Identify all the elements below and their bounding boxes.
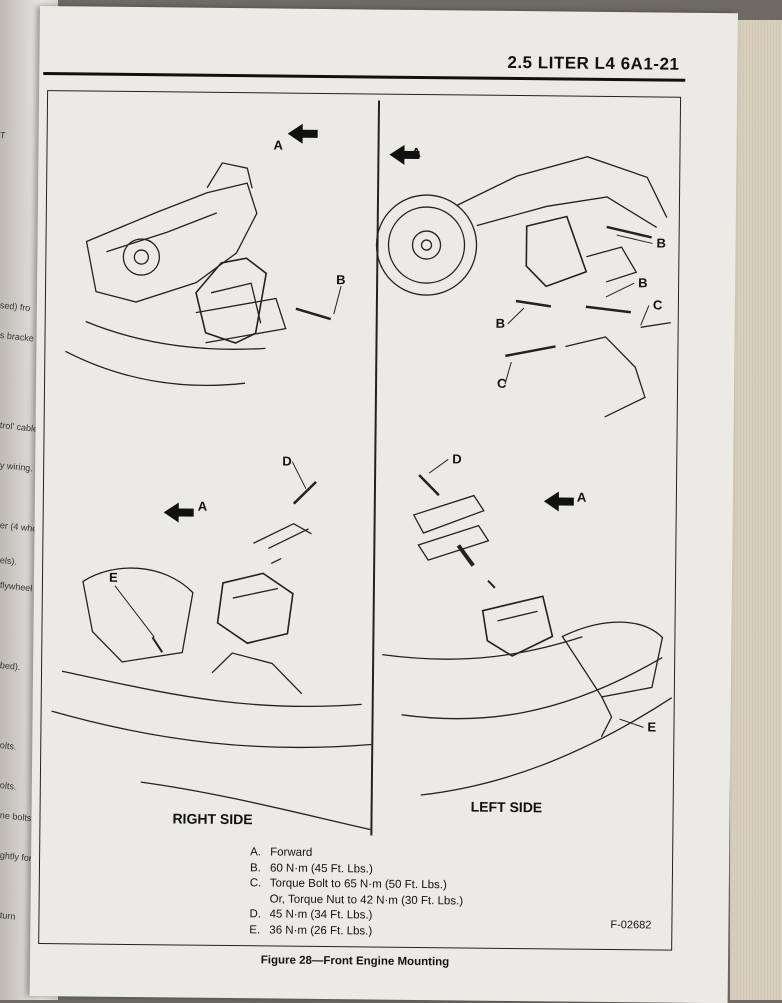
callout-b-left-1: B	[656, 235, 666, 250]
callout-b-right: B	[336, 272, 346, 287]
legend-item: E.36 N·m (26 Ft. Lbs.)	[249, 924, 373, 938]
callout-e-left: E	[647, 719, 656, 734]
figure-code: F-02682	[610, 919, 652, 932]
figure-caption: Figure 28—Front Engine Mounting	[260, 954, 450, 969]
page-header-title: 2.5 LITER L4 6A1-21	[507, 52, 680, 74]
callout-a-left-lower: A	[577, 490, 587, 505]
figure-frame: A A A A B B B B C C D D E E	[38, 90, 682, 951]
callout-d-left: D	[452, 451, 462, 466]
callout-d-right: D	[282, 454, 292, 469]
callout-a-right: A	[273, 137, 283, 152]
callout-b-left-2: B	[638, 275, 648, 290]
legend-item: A.Forward	[250, 846, 313, 859]
engine-mount-drawing: A A A A B B B B C C D D E E	[51, 123, 673, 831]
callout-b-left-3: B	[496, 316, 506, 331]
figure-legend: A.Forward B.60 N·m (45 Ft. Lbs.) C.Torqu…	[249, 845, 463, 941]
manual-page: 2.5 LITER L4 6A1-21	[29, 6, 738, 1003]
callout-e-right: E	[109, 570, 118, 585]
callout-a-left-top: A	[411, 145, 421, 160]
callout-c-left-2: C	[497, 376, 507, 391]
callout-a-right-lower: A	[198, 499, 208, 514]
right-side-label: RIGHT SIDE	[172, 810, 253, 828]
callout-c-left-1: C	[653, 297, 663, 312]
book-page-edges	[730, 20, 782, 1000]
left-side-label: LEFT SIDE	[470, 798, 543, 816]
